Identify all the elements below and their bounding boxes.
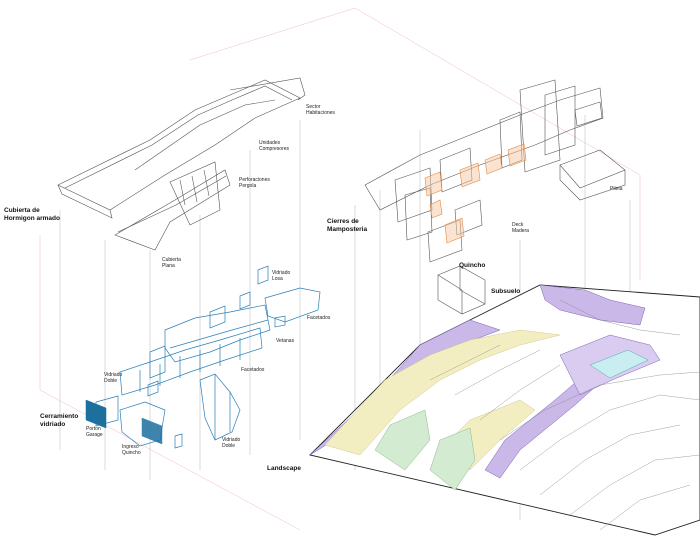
purple-band-right: [539, 284, 646, 326]
yellow-band: [324, 329, 561, 456]
cyan-pool: [589, 349, 649, 379]
green-patch-2: [429, 427, 476, 491]
landscape-layer: [309, 284, 700, 536]
label-perforaciones-pergola: Perforaciones Pergola: [239, 177, 270, 189]
label-vidriado-losa: Vidriado Losa: [272, 270, 291, 282]
label-cubierta-hormigon: Cubierta de Hormigon armado: [4, 207, 60, 222]
label-deck-madera: Deck Madera: [512, 222, 529, 234]
label-vetanas: Vetanas: [276, 338, 295, 344]
glazing-fill-panels: [85, 399, 163, 445]
label-pileta: Pileta: [610, 186, 623, 192]
guide-red-frame-left: [39, 235, 301, 531]
label-vidriado-doble-2: Vidriado Doble: [222, 437, 241, 449]
masonry-accent-orange: [424, 143, 527, 244]
concrete-roof-layer: [57, 77, 306, 251]
porton-garage-panel: [85, 399, 107, 429]
label-cubierta-plana: Cubierta Plana: [162, 257, 181, 269]
label-cierres-mamposteria: Cierres de Mamposteria: [327, 218, 368, 233]
ingreso-quincho-panel: [141, 417, 163, 445]
label-porton-garage: Porton Garage: [86, 426, 103, 438]
label-cerramiento-vidriado: Cerramiento vidriado: [40, 413, 79, 428]
label-facetados-2: Facetados: [241, 367, 265, 373]
label-sector-habitaciones: Sector Habitaciones: [306, 104, 335, 116]
label-facetados-1: Facetados: [307, 315, 331, 321]
label-subsuelo: Subsuelo: [491, 288, 521, 295]
label-landscape: Landscape: [267, 465, 301, 472]
label-ingreso-quincho: Ingreso Quincho: [122, 444, 141, 456]
quincho-block: [437, 265, 486, 315]
label-vidriado-doble-1: Vidriado Doble: [104, 372, 123, 384]
green-patch-1: [374, 409, 431, 471]
label-unidades-compresores: Unidades Compresores: [259, 140, 290, 152]
label-quincho: Quincho: [459, 262, 486, 269]
contour-lines: [429, 299, 700, 531]
